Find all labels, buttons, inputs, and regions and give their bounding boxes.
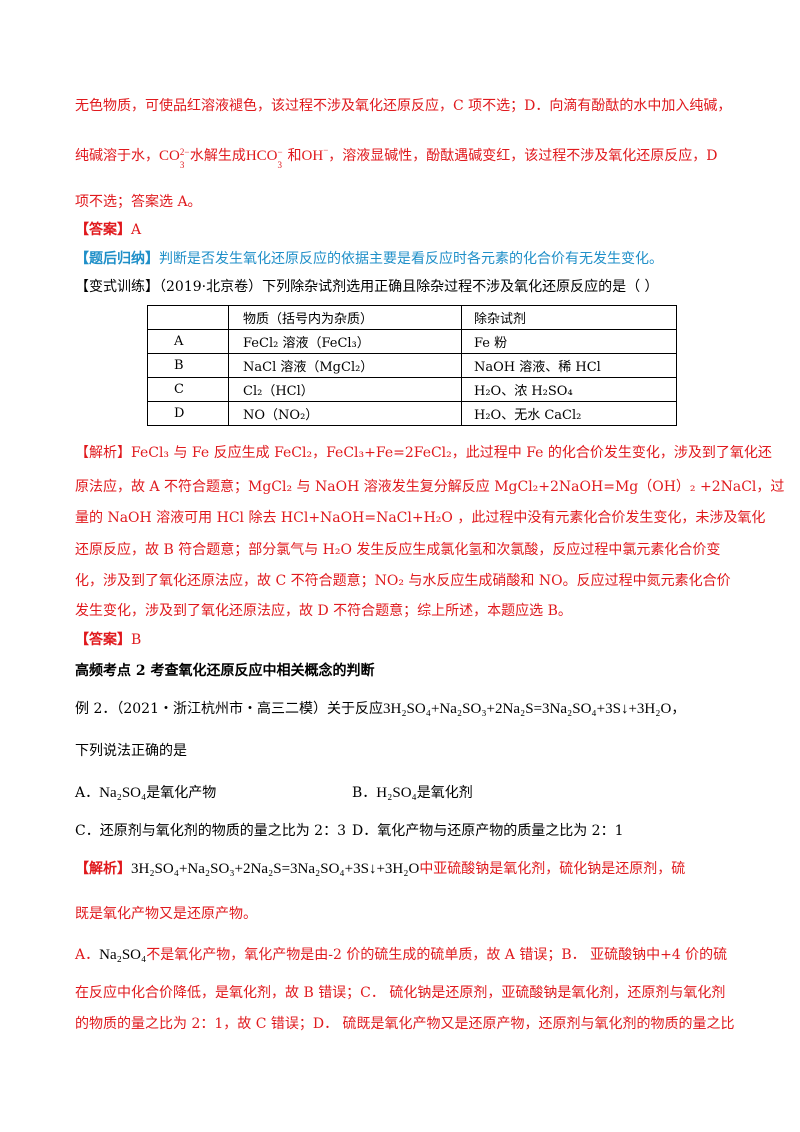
ion-marks: −3: [278, 147, 288, 170]
reaction-equation: 3H₂SO₄+Na₂SO₃+2Na₂S=3Na₂SO₄+3S↓+3H₂O: [383, 701, 672, 717]
table-cell: D: [147, 401, 229, 426]
formula-text: CO: [159, 148, 180, 164]
option-label: A．: [75, 785, 100, 801]
ion-subscript: 3: [277, 159, 283, 170]
option-formula: H₂SO₄: [376, 785, 417, 801]
hydroxide-formula: OH−: [301, 145, 329, 165]
text-segment: 和: [287, 148, 302, 164]
text-segment: 纯碱溶于水，: [75, 148, 159, 164]
ion-charge: 2−: [179, 146, 190, 157]
ion-charge: −: [323, 145, 329, 155]
table-cell: A: [147, 329, 229, 354]
analysis2-line5: 的物质的量之比为 2：1，故 C 错误；D． 硫既是氧化产物又是还原产物，还原剂…: [75, 1016, 735, 1032]
analysis1-line1: 【解析】FeCl₃ 与 Fe 反应生成 FeCl₂，FeCl₃+Fe=2FeCl…: [75, 445, 772, 461]
option-d: D．氧化产物与还原产物的质量之比为 2：1: [352, 823, 624, 839]
reagent-table: 物质（括号内为杂质） 除杂试剂 A FeCl₂ 溶液（FeCl₃） Fe 粉 B…: [147, 305, 677, 426]
table-cell: H₂O、浓 H₂SO₄: [461, 377, 677, 402]
variant-question: 【变式训练】（2019·北京卷）下列除杂试剂选用正确且除杂过程不涉及氧化还原反应…: [75, 279, 659, 295]
table-row: D NO（NO₂） H₂O、无水 CaCl₂: [147, 401, 677, 426]
para1-line3: 项不选；答案选 A。: [75, 194, 202, 210]
formula: Na₂SO₄: [99, 947, 147, 963]
analysis2-line2: 既是氧化产物又是还原产物。: [75, 906, 257, 922]
analysis-text: 中亚硫酸钠是氧化剂，硫化钠是还原剂，硫: [419, 861, 686, 877]
summary: 【题后归纳】判断是否发生氧化还原反应的依据主要是看反应时各元素的化合价有无发生变…: [75, 249, 663, 269]
option-text: 是氧化剂: [416, 785, 473, 801]
summary-text: 判断是否发生氧化还原反应的依据主要是看反应时各元素的化合价有无发生变化。: [159, 251, 663, 267]
analysis2-line3: A．Na₂SO₄不是氧化产物，氧化产物是由-2 价的硫生成的硫单质，故 A 错误…: [75, 945, 727, 965]
table-header-cell: [147, 305, 229, 330]
example-prefix: 例 2．（2021・浙江杭州市・高三二模）关于反应: [75, 701, 383, 717]
table-cell: FeCl₂ 溶液（FeCl₃）: [228, 329, 462, 354]
text-segment: 水解生成: [189, 148, 246, 164]
table-row: B NaCl 溶液（MgCl₂） NaOH 溶液、稀 HCl: [147, 353, 677, 378]
option-text: 是氧化产物: [146, 785, 217, 801]
reaction-equation: 3H₂SO₄+Na₂SO₃+2Na₂S=3Na₂SO₄+3S↓+3H₂O: [131, 861, 420, 877]
analysis1-line2: 原法应，故 A 不符合题意；MgCl₂ 与 NaOH 溶液发生复分解反应 MgC…: [75, 479, 785, 495]
analysis-text: 不是氧化产物，氧化产物是由-2 价的硫生成的硫单质，故 A 错误；B． 亚硫酸钠…: [146, 947, 728, 963]
ion-subscript: 3: [179, 159, 185, 170]
table-cell: NaOH 溶液、稀 HCl: [461, 353, 677, 378]
table-header-row: 物质（括号内为杂质） 除杂试剂: [147, 305, 677, 330]
answer1: 【答案】A: [75, 220, 141, 240]
option-a: A．Na₂SO₄是氧化产物: [75, 783, 216, 803]
analysis1-line3: 量的 NaOH 溶液可用 HCl 除去 HCl+NaOH=NaCl+H₂O ，此…: [75, 510, 766, 526]
ion-marks: 2−3: [180, 147, 190, 170]
example-question: 下列说法正确的是: [75, 743, 187, 759]
table-row: A FeCl₂ 溶液（FeCl₃） Fe 粉: [147, 329, 677, 354]
section-heading: 高频考点 2 考查氧化还原反应中相关概念的判断: [75, 663, 375, 679]
analysis1-line4: 还原反应，故 B 符合题意；部分氯气与 H₂O 发生反应生成氯化氢和次氯酸，反应…: [75, 542, 721, 558]
answer-value: B: [131, 632, 142, 648]
option-label: B．: [352, 785, 377, 801]
answer-value: A: [131, 222, 142, 238]
option-formula: Na₂SO₄: [99, 785, 147, 801]
table-cell: B: [147, 353, 229, 378]
formula-text: OH: [301, 148, 324, 164]
analysis2-line1: 【解析】3H₂SO₄+Na₂SO₃+2Na₂S=3Na₂SO₄+3S↓+3H₂O…: [75, 859, 685, 879]
table-header-cell: 除杂试剂: [461, 305, 677, 330]
analysis1-line5: 化，涉及到了氧化还原法应，故 C 不符合题意；NO₂ 与水反应生成硝酸和 NO。…: [75, 573, 731, 589]
example-line1: 例 2．（2021・浙江杭州市・高三二模）关于反应3H₂SO₄+Na₂SO₃+2…: [75, 699, 685, 719]
example-suffix: ，: [671, 701, 686, 717]
bicarbonate-formula: HCO−3: [245, 147, 288, 170]
answer-tag: 【答案】: [75, 632, 131, 648]
table-cell: C: [147, 377, 229, 402]
table-cell: Cl₂（HCl）: [228, 377, 462, 402]
option-b: B．H₂SO₄是氧化剂: [352, 783, 473, 803]
analysis2-line4: 在反应中化合价降低，是氧化剂，故 B 错误；C． 硫化钠是还原剂，亚硫酸钠是氧化…: [75, 985, 726, 1001]
formula-text: HCO: [245, 148, 278, 164]
table-cell: NaCl 溶液（MgCl₂）: [228, 353, 462, 378]
summary-tag: 【题后归纳】: [75, 251, 159, 267]
answer2: 【答案】B: [75, 630, 141, 650]
text-segment: ，溶液显碱性，酚酞遇碱变红，该过程不涉及氧化还原反应，D: [328, 148, 718, 164]
table-row: C Cl₂（HCl） H₂O、浓 H₂SO₄: [147, 377, 677, 402]
option-label: A．: [75, 947, 100, 963]
answer-tag: 【答案】: [75, 222, 131, 238]
option-c: C．还原剂与氧化剂的物质的量之比为 2：3: [75, 823, 346, 839]
table-header-cell: 物质（括号内为杂质）: [228, 305, 462, 330]
ion-charge: −: [277, 146, 283, 157]
analysis1-line6: 发生变化，涉及到了氧化还原法应，故 D 不符合题意；综上所述，本题应选 B。: [75, 603, 572, 619]
para1-line1: 无色物质，可使品红溶液褪色，该过程不涉及氧化还原反应，C 项不选；D．向滴有酚酞…: [75, 98, 732, 114]
table-cell: Fe 粉: [461, 329, 677, 354]
analysis-tag: 【解析】: [75, 861, 131, 877]
table-cell: H₂O、无水 CaCl₂: [461, 401, 677, 426]
table-cell: NO（NO₂）: [228, 401, 462, 426]
